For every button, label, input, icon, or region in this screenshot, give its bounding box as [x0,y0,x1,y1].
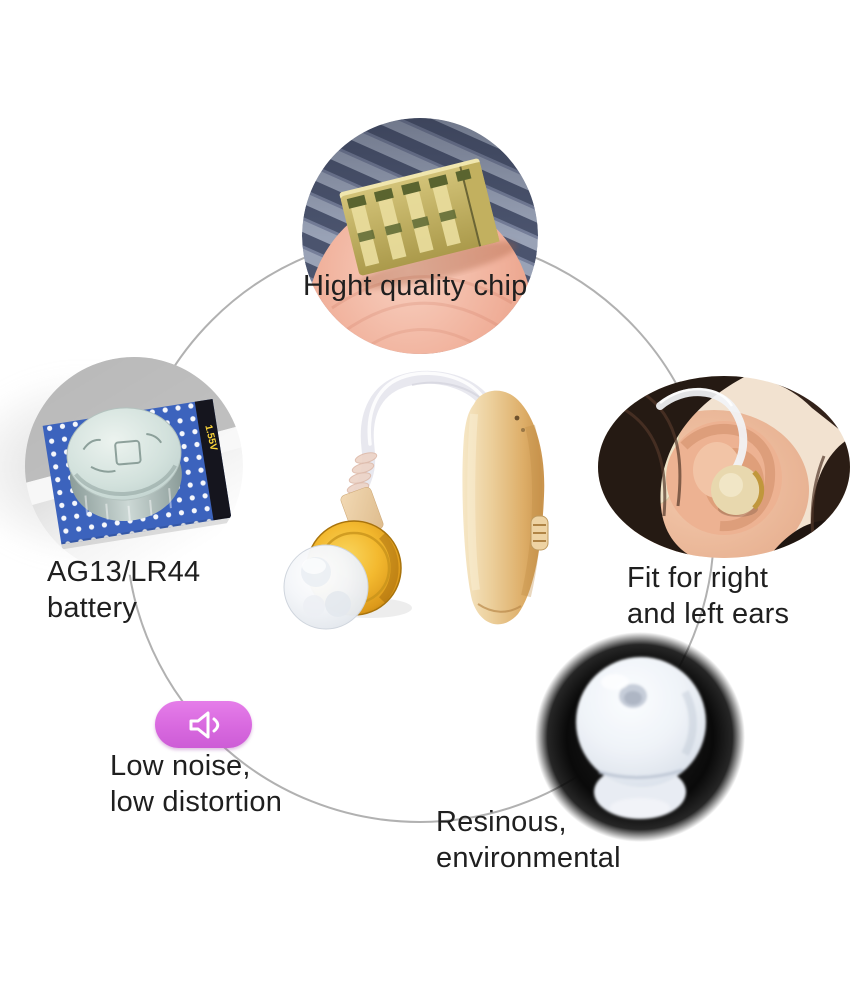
button-cell-battery [66,407,182,522]
material-label-line2: environmental [436,842,621,874]
fit-label-line2: and left ears [627,598,790,630]
volume-wheel [530,515,549,551]
chip-feature-label: Hight quality chip [303,270,528,302]
material-feature-label: Resinous, environmental [436,804,621,876]
device-body [462,390,549,625]
material-label-line1: Resinous, [436,806,567,838]
battery-label-line2: battery [47,592,138,624]
fit-label-line1: Fit for right [627,562,769,594]
silicone-eartip [576,657,706,819]
battery-label-line1: AG13/LR44 [47,556,201,588]
speaker-icon [189,711,219,738]
hearing-aid-product-photo [283,370,549,630]
noise-feature-label: Low noise, low distortion [110,748,282,820]
battery-photo: 1.55V [25,357,243,575]
chip [339,158,518,289]
earpiece-in-ear [711,465,765,517]
silicone-dome-tip [283,544,369,630]
chip-photo [302,118,538,354]
battery-feature-label: AG13/LR44 battery [47,554,200,626]
ear-hook-tube [656,388,748,472]
ear-photo [598,376,850,558]
fit-feature-label: Fit for right and left ears [627,560,789,632]
eartip-photo [535,632,745,842]
noise-label-line2: low distortion [110,786,283,818]
noise-badge [155,701,252,748]
noise-label-line1: Low noise, [110,750,251,782]
